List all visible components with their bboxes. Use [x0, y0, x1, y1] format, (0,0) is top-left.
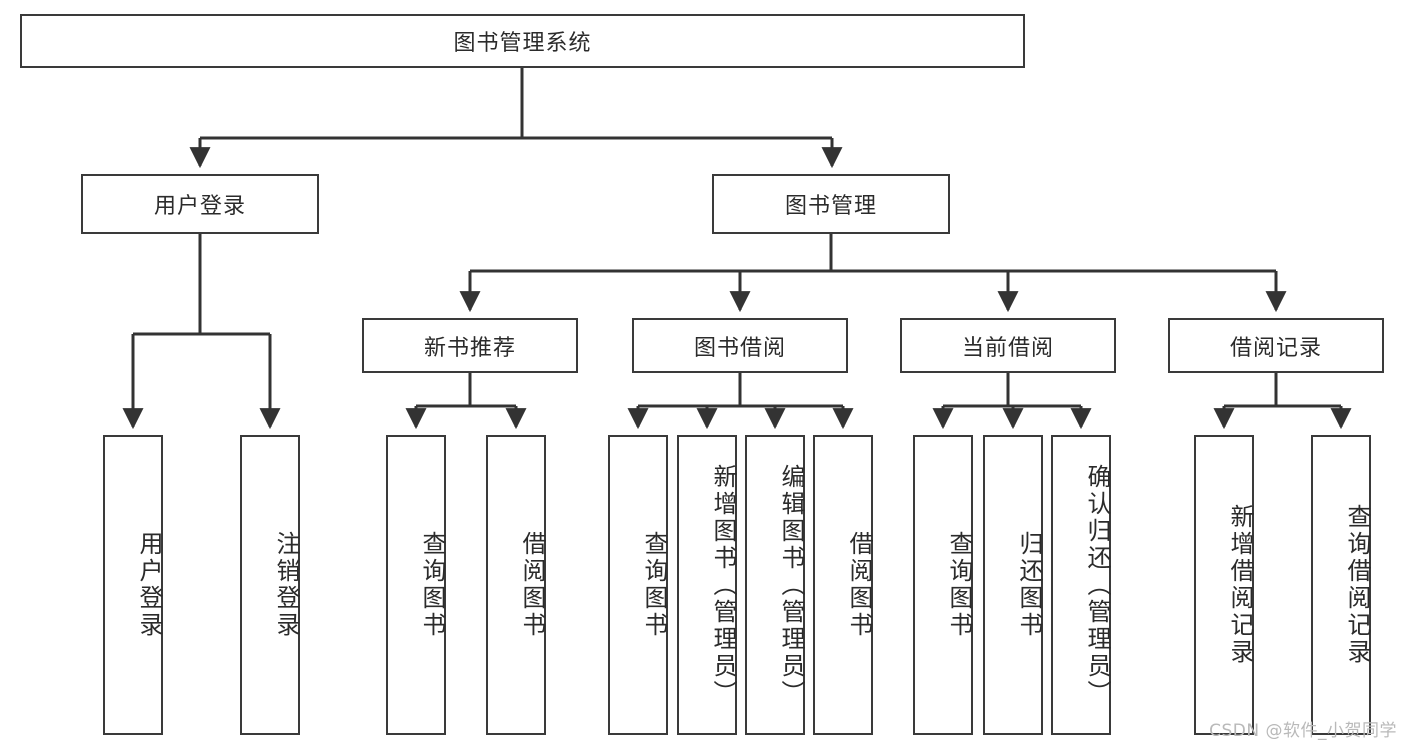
- node-label: 借阅图书: [518, 531, 546, 639]
- node-label: 归还图书: [1015, 531, 1043, 639]
- node-label: 确认归还（管理员）: [1083, 463, 1111, 707]
- node-leaf-logout[interactable]: 注销登录: [240, 435, 300, 735]
- node-leaf-query-book-borrow[interactable]: 查询图书: [608, 435, 668, 735]
- node-label: 图书管理: [784, 194, 877, 219]
- node-new-book-recommend[interactable]: 新书推荐: [362, 318, 578, 373]
- node-leaf-confirm-return-admin[interactable]: 确认归还（管理员）: [1051, 435, 1111, 735]
- node-label: 图书借阅: [693, 335, 786, 361]
- node-borrow-record[interactable]: 借阅记录: [1168, 318, 1384, 373]
- node-user-login[interactable]: 用户登录: [81, 174, 319, 234]
- node-label: 查询图书: [640, 531, 668, 639]
- node-label: 用户登录: [135, 531, 163, 639]
- node-root-system[interactable]: 图书管理系统: [20, 14, 1025, 68]
- node-leaf-add-book-admin[interactable]: 新增图书（管理员）: [677, 435, 737, 735]
- node-leaf-query-borrow-record[interactable]: 查询借阅记录: [1311, 435, 1371, 735]
- node-book-borrow[interactable]: 图书借阅: [632, 318, 848, 373]
- node-label: 当前借阅: [961, 335, 1054, 361]
- node-current-borrow[interactable]: 当前借阅: [900, 318, 1116, 373]
- watermark: CSDN @软件_小贺同学: [1209, 721, 1397, 741]
- node-label: 新增借阅记录: [1226, 504, 1254, 666]
- node-label: 借阅图书: [845, 531, 873, 639]
- node-label: 查询图书: [945, 531, 973, 639]
- node-label: 查询图书: [418, 531, 446, 639]
- node-leaf-borrow-book[interactable]: 借阅图书: [813, 435, 873, 735]
- node-book-management[interactable]: 图书管理: [712, 174, 950, 234]
- node-label: 图书管理系统: [453, 31, 592, 56]
- node-leaf-return-book[interactable]: 归还图书: [983, 435, 1043, 735]
- node-label: 查询借阅记录: [1343, 504, 1371, 666]
- node-label: 编辑图书（管理员）: [777, 463, 805, 707]
- node-leaf-borrow-book-recommend[interactable]: 借阅图书: [486, 435, 546, 735]
- node-label: 用户登录: [153, 194, 246, 219]
- node-label: 借阅记录: [1229, 335, 1322, 361]
- node-label: 注销登录: [272, 531, 300, 639]
- node-leaf-query-book-current[interactable]: 查询图书: [913, 435, 973, 735]
- node-label: 新增图书（管理员）: [709, 463, 737, 707]
- node-leaf-query-book-recommend[interactable]: 查询图书: [386, 435, 446, 735]
- node-leaf-user-login[interactable]: 用户登录: [103, 435, 163, 735]
- node-leaf-edit-book-admin[interactable]: 编辑图书（管理员）: [745, 435, 805, 735]
- node-label: 新书推荐: [423, 335, 516, 361]
- node-leaf-add-borrow-record[interactable]: 新增借阅记录: [1194, 435, 1254, 735]
